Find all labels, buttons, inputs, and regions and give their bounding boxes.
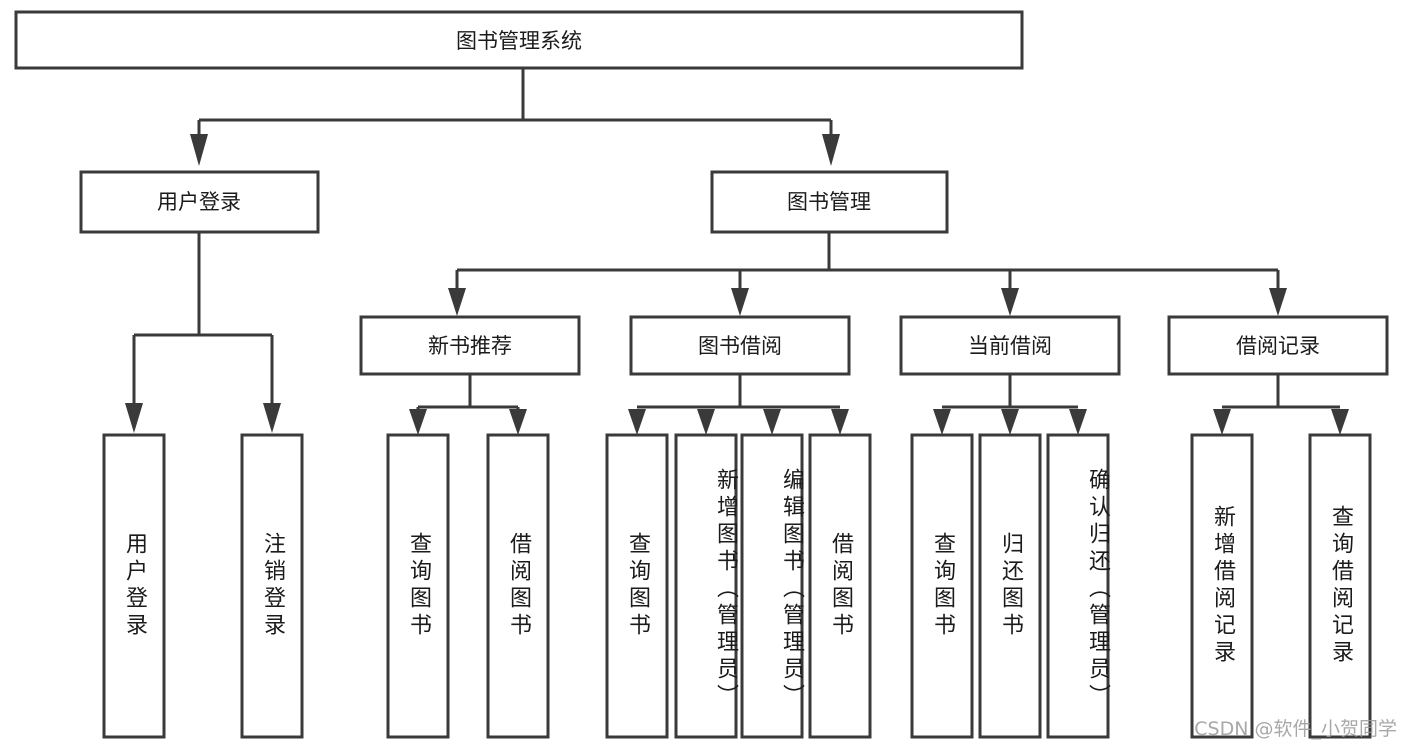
leaf-label-user-login: 用户登录 <box>122 532 147 640</box>
arrow-head-icon <box>1269 288 1287 316</box>
leaf-label-query-book-nbr: 查询图书 <box>406 532 431 640</box>
arrow-head-icon <box>763 409 781 435</box>
leaf-label-add-book: 新增图书（管理员） <box>713 468 738 711</box>
leaf-box-edit-book[interactable] <box>740 433 804 739</box>
node-book-management[interactable]: 图书管理 <box>710 170 949 234</box>
connector-book-borrow-to-leaves <box>628 374 849 435</box>
current-borrow-node-box[interactable] <box>899 315 1121 376</box>
leaf-label-add-record: 新增借阅记录 <box>1210 505 1235 667</box>
leaf-box-add-record[interactable] <box>1190 433 1254 739</box>
node-book-borrow[interactable]: 图书借阅 <box>629 315 851 376</box>
leaf-box-user-login[interactable] <box>102 433 166 739</box>
leaf-label-logout: 注销登录 <box>260 532 285 640</box>
borrow-record-node-label: 借阅记录 <box>1236 334 1320 358</box>
arrow-head-icon <box>263 403 281 433</box>
arrow-head-icon <box>1001 409 1019 435</box>
arrow-head-icon <box>1069 409 1087 435</box>
leaf-label-confirm-return: 确认归还（管理员） <box>1085 468 1110 711</box>
book-borrow-node-label: 图书借阅 <box>698 334 782 358</box>
leaf-label-query-record: 查询借阅记录 <box>1328 505 1353 667</box>
arrow-head-icon <box>628 409 646 435</box>
arrow-head-icon <box>125 403 143 433</box>
node-root[interactable]: 图书管理系统 <box>14 10 1024 70</box>
new-book-recommend-node-box[interactable] <box>359 315 581 376</box>
leaf-box-query-book-bb[interactable] <box>605 433 669 739</box>
node-new-book-recommend[interactable]: 新书推荐 <box>359 315 581 376</box>
user-login-node-label: 用户登录 <box>157 190 241 214</box>
leaf-box-logout[interactable] <box>240 433 304 739</box>
arrow-head-icon <box>731 288 749 316</box>
connector-root-to-level2 <box>190 68 840 166</box>
node-borrow-record[interactable]: 借阅记录 <box>1167 315 1389 376</box>
arrow-head-icon <box>190 134 208 166</box>
arrow-head-icon <box>831 409 849 435</box>
arrow-head-icon <box>1213 409 1231 435</box>
arrow-head-icon <box>448 288 466 316</box>
leaf-label-query-book-bb: 查询图书 <box>625 532 650 640</box>
leaf-label-query-book-cb: 查询图书 <box>930 532 955 640</box>
book-borrow-node-box[interactable] <box>629 315 851 376</box>
leaf-box-query-book-nbr[interactable] <box>386 433 450 739</box>
connector-book-management-to-level3 <box>448 232 1287 316</box>
leaf-box-query-record[interactable] <box>1308 433 1372 739</box>
leaf-label-return-book: 归还图书 <box>998 532 1023 640</box>
leaf-label-borrow-book-nbr: 借阅图书 <box>506 532 531 640</box>
leaf-box-borrow-book-bb[interactable] <box>808 433 872 739</box>
arrow-head-icon <box>933 409 951 435</box>
arrow-head-icon <box>822 134 840 166</box>
arrow-head-icon <box>697 409 715 435</box>
leaf-label-borrow-book-bb: 借阅图书 <box>828 532 853 640</box>
leaf-label-edit-book: 编辑图书（管理员） <box>779 468 804 711</box>
connector-new-book-recommend-to-leaves <box>409 374 527 435</box>
arrow-head-icon <box>409 409 427 435</box>
current-borrow-node-label: 当前借阅 <box>968 334 1052 358</box>
leaf-box-return-book[interactable] <box>978 433 1042 739</box>
node-user-login[interactable]: 用户登录 <box>79 170 320 234</box>
book-management-node-label: 图书管理 <box>787 190 871 214</box>
leaf-box-borrow-book-nbr[interactable] <box>486 433 550 739</box>
connector-current-borrow-to-leaves <box>933 374 1087 435</box>
new-book-recommend-node-label: 新书推荐 <box>428 334 512 358</box>
root-node-label: 图书管理系统 <box>456 29 582 53</box>
connector-user-login-to-leaves <box>125 232 281 433</box>
leaf-box-add-book[interactable] <box>674 433 738 739</box>
node-current-borrow[interactable]: 当前借阅 <box>899 315 1121 376</box>
arrow-head-icon <box>509 409 527 435</box>
leaf-box-confirm-return[interactable] <box>1046 433 1110 739</box>
connector-borrow-record-to-leaves <box>1213 374 1349 435</box>
root-node-box[interactable] <box>14 10 1024 70</box>
arrow-head-icon <box>1001 288 1019 316</box>
leaf-box-query-book-cb[interactable] <box>910 433 974 739</box>
arrow-head-icon <box>1331 409 1349 435</box>
